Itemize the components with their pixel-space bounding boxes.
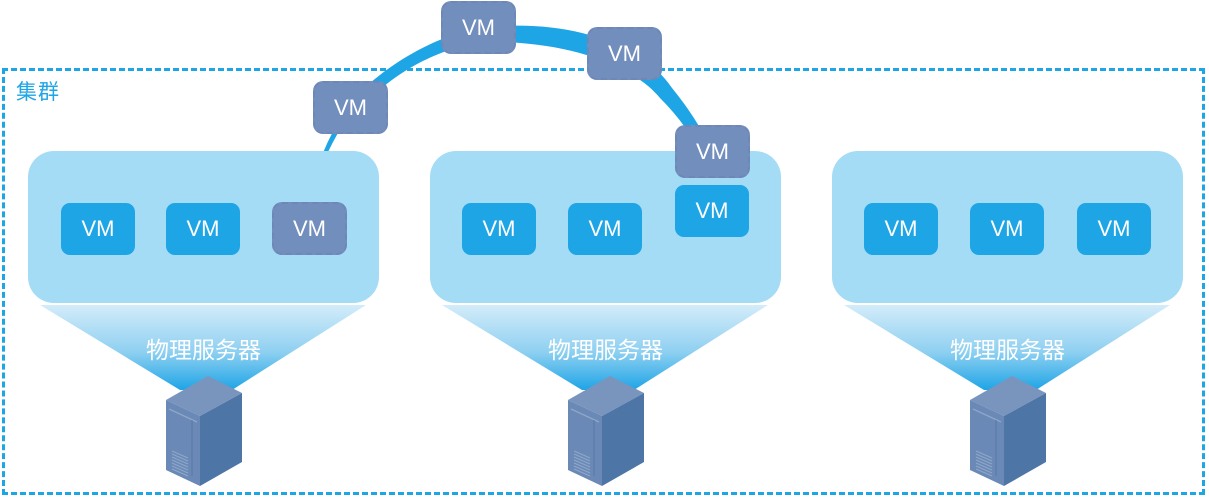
vm-box[interactable]: VM bbox=[166, 203, 240, 255]
vm-box[interactable]: VM bbox=[462, 203, 536, 255]
vm-box[interactable]: VM bbox=[970, 203, 1044, 255]
projection-cone-3 bbox=[844, 305, 1170, 390]
server-vent bbox=[573, 453, 591, 462]
server-side-face bbox=[200, 393, 242, 486]
server-top-face bbox=[970, 376, 1046, 416]
server-vent bbox=[573, 459, 591, 468]
server-vent bbox=[573, 450, 591, 459]
server-vent bbox=[573, 462, 591, 471]
server-label: 物理服务器 bbox=[146, 338, 261, 364]
server-top-face bbox=[568, 376, 644, 416]
server-panel-line bbox=[168, 408, 198, 423]
vm-box[interactable]: VM bbox=[61, 203, 135, 255]
server-vent bbox=[975, 456, 993, 465]
server-vent bbox=[975, 459, 993, 468]
server-top-face bbox=[166, 376, 242, 416]
server-panel-line bbox=[570, 408, 600, 423]
server-vent bbox=[975, 453, 993, 462]
server-vent bbox=[171, 462, 189, 471]
server-label: 物理服务器 bbox=[950, 338, 1065, 364]
server-vent bbox=[975, 462, 993, 471]
server-vent bbox=[975, 468, 993, 477]
server-vent bbox=[573, 456, 591, 465]
projection-cone-1 bbox=[40, 305, 366, 390]
server-icon bbox=[568, 376, 644, 486]
server-vent bbox=[171, 453, 189, 462]
vm-box[interactable]: VM bbox=[864, 203, 938, 255]
server-vent bbox=[975, 465, 993, 474]
server-vent bbox=[171, 468, 189, 477]
server-vent bbox=[171, 450, 189, 459]
projection-cone-2 bbox=[442, 305, 768, 390]
vm-box[interactable]: VM bbox=[568, 203, 642, 255]
vm-in-transit[interactable]: VM bbox=[675, 125, 750, 178]
server-label: 物理服务器 bbox=[548, 338, 663, 364]
server-vent bbox=[171, 456, 189, 465]
vm-box[interactable]: VM bbox=[1077, 203, 1151, 255]
server-side-face bbox=[602, 393, 644, 486]
server-panel-line bbox=[972, 408, 1002, 423]
server-icon bbox=[970, 376, 1046, 486]
vm-in-transit[interactable]: VM bbox=[441, 1, 516, 54]
server-side-face bbox=[1004, 393, 1046, 486]
server-vent bbox=[975, 450, 993, 459]
vm-in-transit[interactable]: VM bbox=[587, 27, 662, 80]
vm-in-transit[interactable]: VM bbox=[313, 81, 388, 134]
server-icon bbox=[166, 376, 242, 486]
vm-box-migrating-source[interactable]: VM bbox=[272, 202, 347, 255]
vm-box-migrated[interactable]: VM bbox=[675, 185, 749, 237]
cluster-label: 集群 bbox=[16, 80, 60, 104]
server-vent bbox=[573, 465, 591, 474]
server-vent bbox=[573, 468, 591, 477]
server-vent bbox=[171, 459, 189, 468]
server-vent bbox=[171, 465, 189, 474]
